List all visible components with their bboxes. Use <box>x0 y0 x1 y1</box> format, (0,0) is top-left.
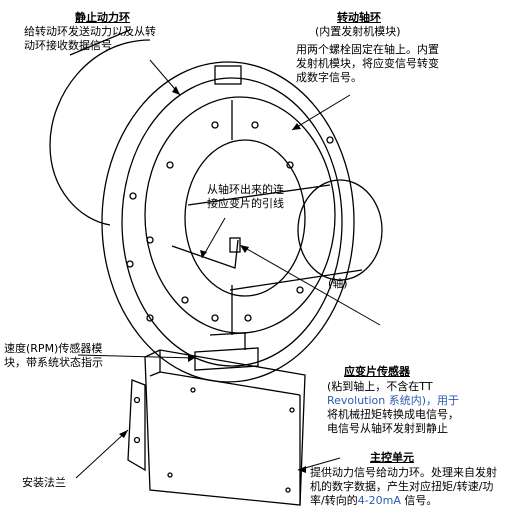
main-unit-desc-part1: 提供动力信号给动力环。处理来自发射 机的数字数据，产生对应扭矩/转速/功 率/转… <box>310 466 497 507</box>
main-unit-description: 提供动力信号给动力环。处理来自发射 机的数字数据，产生对应扭矩/转速/功 率/转… <box>310 466 516 508</box>
rotor-collar-outer <box>144 96 336 334</box>
top-bracket <box>214 65 242 85</box>
strain-gauge-title: 应变片传感器 <box>344 365 410 378</box>
rotor-subtitle: (内置发射机模块) <box>315 25 401 38</box>
leadwire-description: 从轴环出来的连 接应变片的引线 <box>207 183 284 210</box>
back-shaft <box>49 39 151 226</box>
strain-gauge-desc-1: (粘到轴上，不含在TT <box>327 380 433 393</box>
strain-gauge-desc-2: Revolution 系统内)，用于 <box>327 394 460 407</box>
strain-gauge-desc-3: 将机械扭矩转换成电信号， 电信号从轴环发射到静止 <box>327 408 459 435</box>
stator-title: 静止动力环 <box>75 11 130 24</box>
rotor-title: 转动轴环 <box>337 11 381 24</box>
shaft-label: (轴) <box>328 277 348 290</box>
rpm-sensor <box>194 347 259 371</box>
main-unit-signal: 4-20mA <box>357 494 401 507</box>
rotor-description: 用两个螺栓固定在轴上。内置 发射机模块，将应变信号转变 成数字信号。 <box>296 43 439 84</box>
main-unit-desc-part3: 信号。 <box>400 494 438 507</box>
lead-wire <box>171 239 239 269</box>
mounting-flange <box>127 379 146 472</box>
stator-ring-inner <box>121 77 343 367</box>
mounting-flange-label: 安装法兰 <box>22 476 66 489</box>
rotor-collar-inner <box>184 139 306 297</box>
stator-description: 给转动环发送动力以及从转 动环接收数据信号 <box>24 25 156 52</box>
shaft-body <box>187 184 363 291</box>
main-unit-title: 主控单元 <box>370 451 414 464</box>
stator-ring-outer <box>101 61 355 383</box>
rpm-sensor-description: 速度(RPM)传感器模 块，带系统状态指示 <box>4 342 103 369</box>
shaft-end <box>297 179 383 281</box>
main-unit-box <box>144 349 306 506</box>
